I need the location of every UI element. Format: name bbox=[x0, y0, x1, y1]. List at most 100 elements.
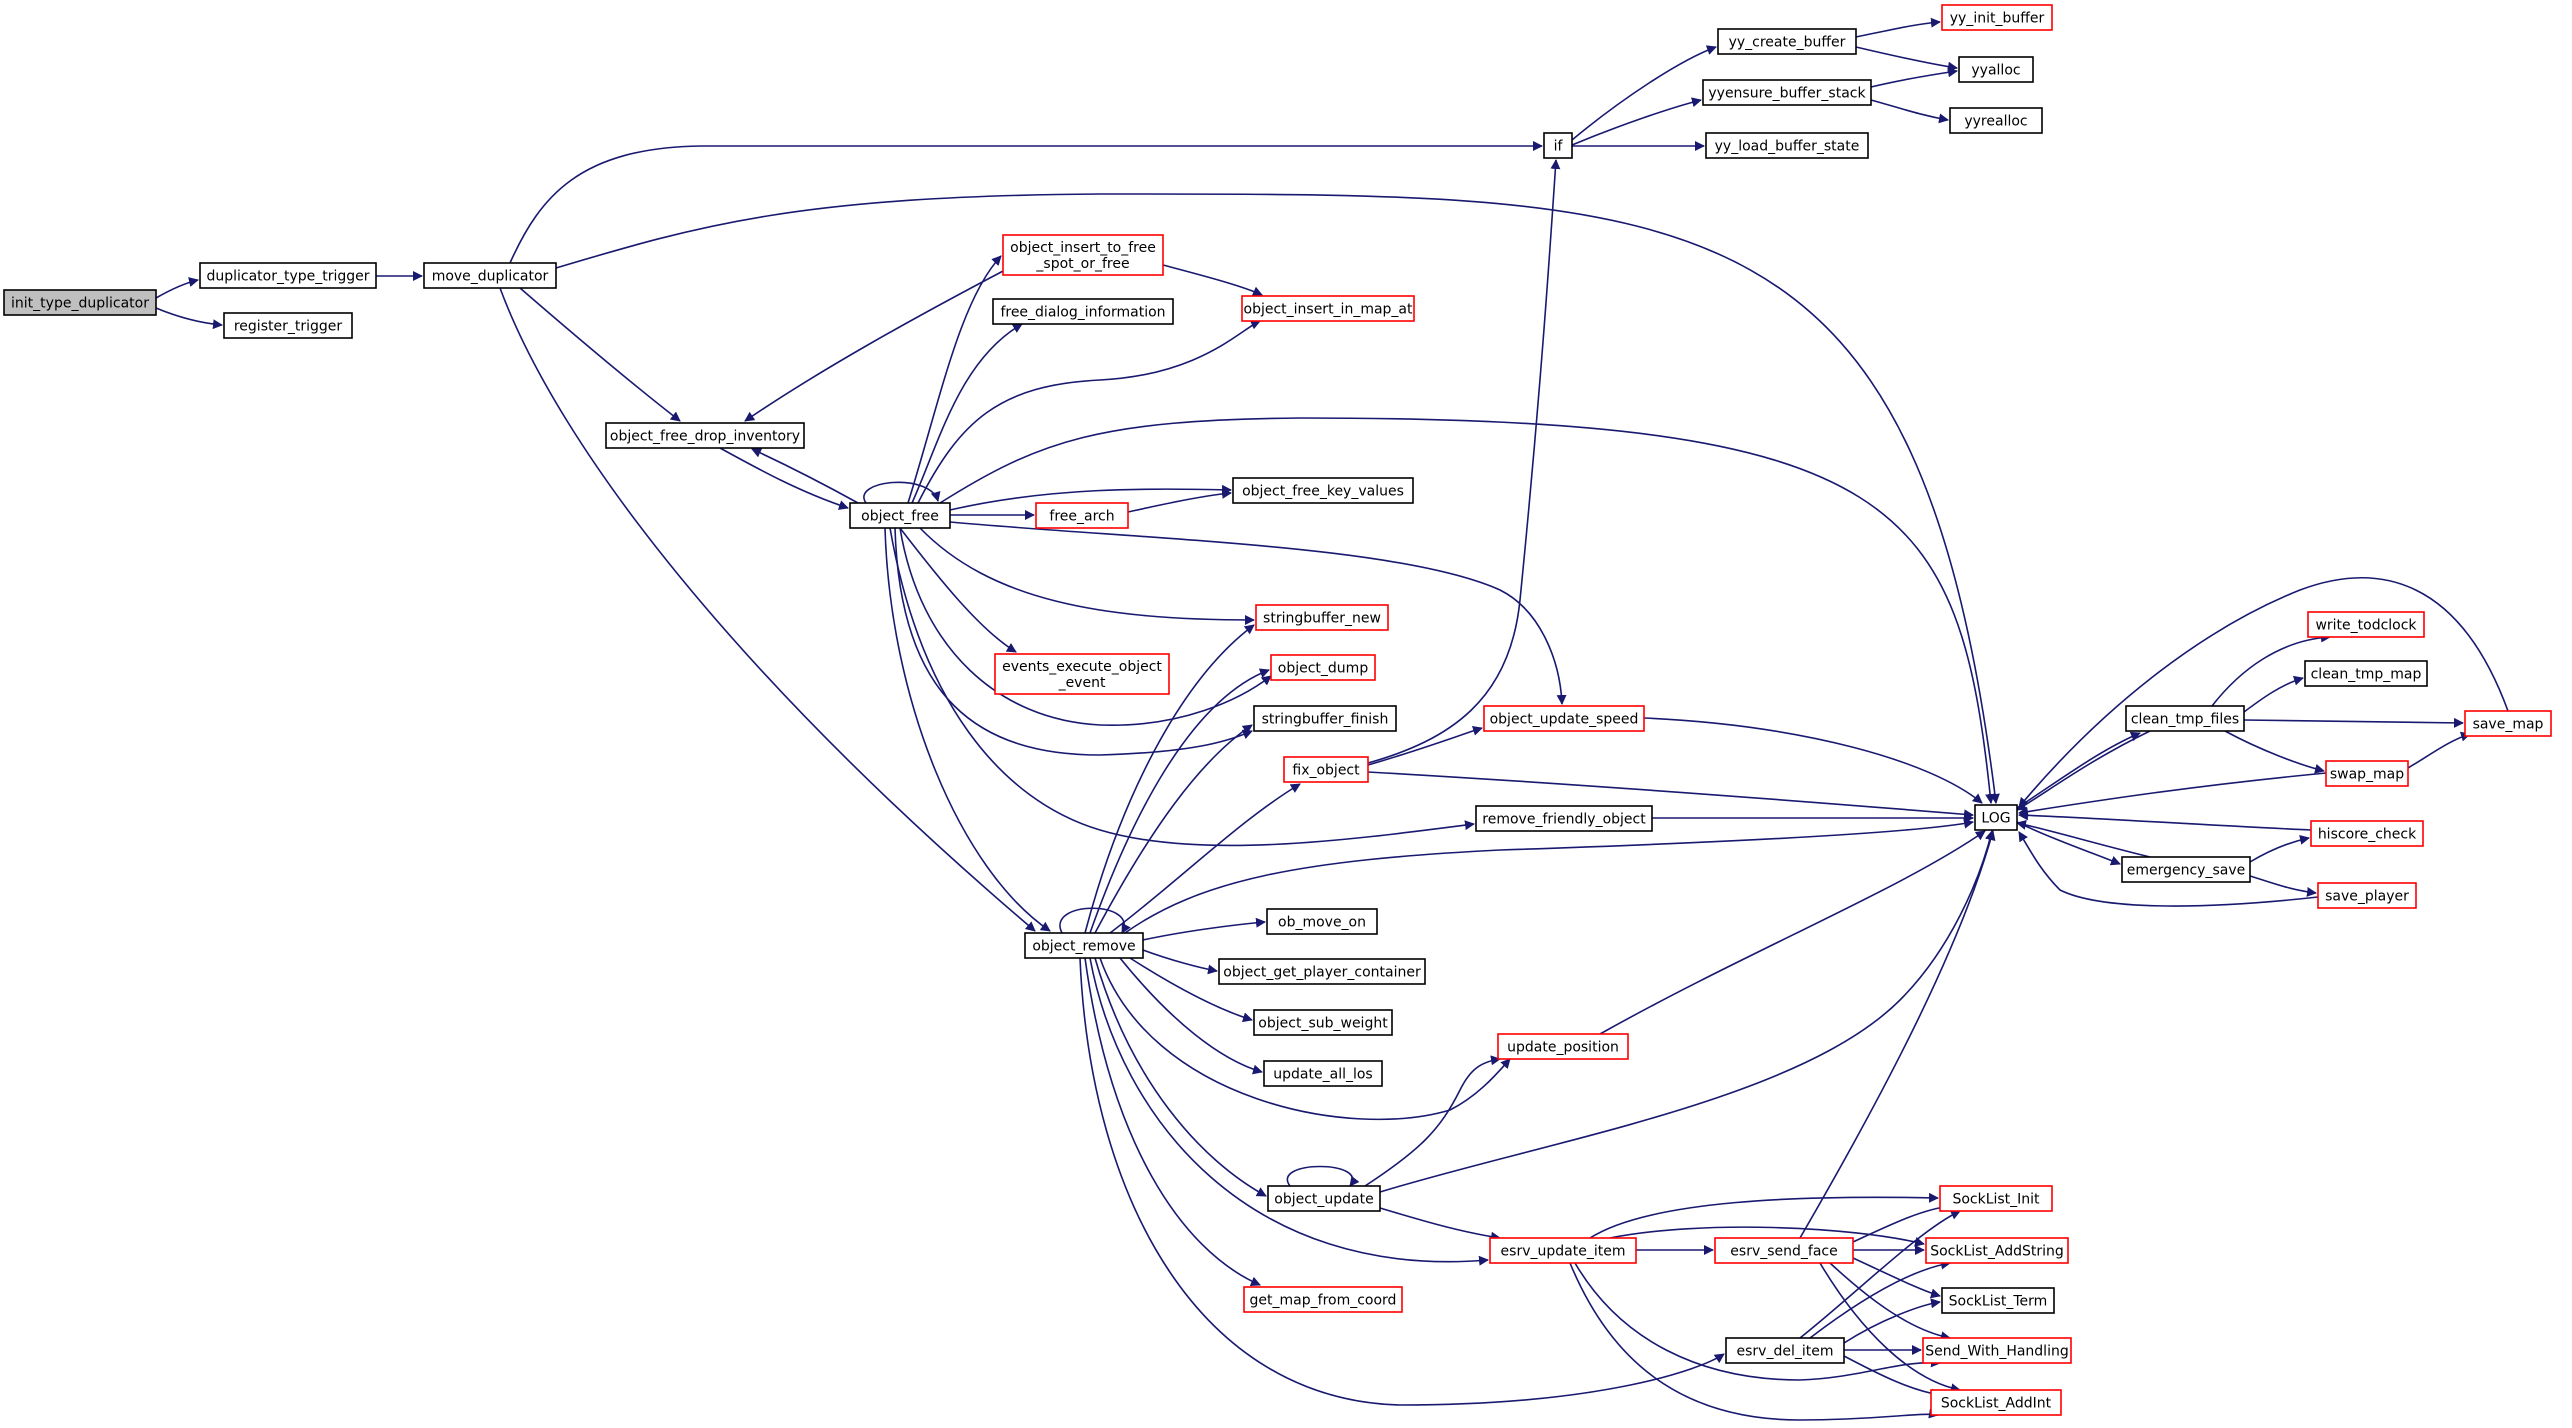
node-box[interactable] bbox=[1283, 756, 1369, 783]
node-box[interactable] bbox=[1705, 132, 1869, 159]
node-box[interactable] bbox=[1035, 502, 1129, 529]
node-object-insert-in-map-at[interactable]: object_insert_in_map_at bbox=[1241, 295, 1415, 322]
node-box[interactable] bbox=[1941, 4, 2053, 31]
node-SockList-Term[interactable]: SockList_Term bbox=[1941, 1287, 2055, 1314]
node-esrv-update-item[interactable]: esrv_update_item bbox=[1489, 1237, 1637, 1264]
node-box[interactable] bbox=[1475, 805, 1653, 832]
node-free-arch[interactable]: free_arch bbox=[1035, 502, 1129, 529]
node-box[interactable] bbox=[1483, 705, 1645, 732]
node-box[interactable] bbox=[1218, 958, 1426, 985]
node-object-free-key-values[interactable]: object_free_key_values bbox=[1232, 477, 1414, 504]
node-box[interactable] bbox=[1497, 1033, 1629, 1060]
node-box[interactable] bbox=[1270, 654, 1376, 681]
node-box[interactable] bbox=[1243, 1286, 1403, 1313]
node-box[interactable] bbox=[1489, 1237, 1637, 1264]
node-register-trigger[interactable]: register_trigger bbox=[223, 312, 353, 339]
node-init-type-duplicator[interactable]: init_type_duplicator bbox=[3, 289, 157, 316]
node-box[interactable] bbox=[994, 653, 1170, 695]
node-box[interactable] bbox=[2121, 856, 2251, 883]
node-save-map[interactable]: save_map bbox=[2464, 710, 2552, 737]
node-box[interactable] bbox=[1253, 705, 1397, 732]
node-yyensure-buffer-stack[interactable]: yyensure_buffer_stack bbox=[1702, 79, 1872, 106]
node-box[interactable] bbox=[2125, 705, 2245, 732]
node-update-all-los[interactable]: update_all_los bbox=[1263, 1060, 1383, 1087]
node-box[interactable] bbox=[1925, 1237, 2069, 1264]
node-box[interactable] bbox=[1267, 1185, 1381, 1212]
node-box[interactable] bbox=[849, 502, 951, 529]
node-esrv-del-item[interactable]: esrv_del_item bbox=[1725, 1337, 1845, 1364]
node-box[interactable] bbox=[1255, 604, 1389, 631]
node-box[interactable] bbox=[1024, 932, 1144, 959]
node-box[interactable] bbox=[1263, 1060, 1383, 1087]
node-get-map-from-coord[interactable]: get_map_from_coord bbox=[1243, 1286, 1403, 1313]
node-object-update-speed[interactable]: object_update_speed bbox=[1483, 705, 1645, 732]
node-object-free[interactable]: object_free bbox=[849, 502, 951, 529]
node-box[interactable] bbox=[1714, 1237, 1854, 1264]
node-move-duplicator[interactable]: move_duplicator bbox=[423, 262, 557, 289]
node-box[interactable] bbox=[2317, 882, 2417, 909]
node-clean-tmp-files[interactable]: clean_tmp_files bbox=[2125, 705, 2245, 732]
node-box[interactable] bbox=[199, 262, 377, 289]
node-stringbuffer-finish[interactable]: stringbuffer_finish bbox=[1253, 705, 1397, 732]
node-box[interactable] bbox=[2310, 820, 2424, 847]
node-object-get-player-container[interactable]: object_get_player_container bbox=[1218, 958, 1426, 985]
node-Send-With-Handling[interactable]: Send_With_Handling bbox=[1922, 1337, 2072, 1364]
node-box[interactable] bbox=[1949, 107, 2043, 134]
node-SockList-AddString[interactable]: SockList_AddString bbox=[1925, 1237, 2069, 1264]
node-box[interactable] bbox=[1232, 477, 1414, 504]
node-duplicator-type-trigger[interactable]: duplicator_type_trigger bbox=[199, 262, 377, 289]
node-SockList-AddInt[interactable]: SockList_AddInt bbox=[1930, 1389, 2062, 1416]
node-save-player[interactable]: save_player bbox=[2317, 882, 2417, 909]
node-stringbuffer-new[interactable]: stringbuffer_new bbox=[1255, 604, 1389, 631]
node-box[interactable] bbox=[1930, 1389, 2062, 1416]
node-box[interactable] bbox=[1543, 132, 1573, 159]
node-box[interactable] bbox=[1717, 28, 1857, 55]
node-box[interactable] bbox=[1241, 295, 1415, 322]
node-box[interactable] bbox=[1958, 56, 2034, 83]
node-box[interactable] bbox=[423, 262, 557, 289]
node-object-insert-to-free-spot-or-free[interactable]: object_insert_to_free_spot_or_free bbox=[1002, 234, 1164, 276]
node-box[interactable] bbox=[1974, 804, 2018, 831]
node-hiscore-check[interactable]: hiscore_check bbox=[2310, 820, 2424, 847]
node-object-free-drop-inventory[interactable]: object_free_drop_inventory bbox=[605, 422, 805, 449]
node-yy-init-buffer[interactable]: yy_init_buffer bbox=[1941, 4, 2053, 31]
node-box[interactable] bbox=[1266, 908, 1378, 935]
node-box[interactable] bbox=[605, 422, 805, 449]
node-update-position[interactable]: update_position bbox=[1497, 1033, 1629, 1060]
node-swap-map[interactable]: swap_map bbox=[2325, 760, 2409, 787]
node-write-todclock[interactable]: write_todclock bbox=[2307, 611, 2425, 638]
node-object-update[interactable]: object_update bbox=[1267, 1185, 1381, 1212]
node-box[interactable] bbox=[223, 312, 353, 339]
node-box[interactable] bbox=[2304, 660, 2428, 687]
node-emergency-save[interactable]: emergency_save bbox=[2121, 856, 2251, 883]
node-box[interactable] bbox=[992, 298, 1174, 325]
node-box[interactable] bbox=[1253, 1009, 1393, 1036]
node-if[interactable]: if bbox=[1543, 132, 1573, 159]
node-box[interactable] bbox=[1725, 1337, 1845, 1364]
node-esrv-send-face[interactable]: esrv_send_face bbox=[1714, 1237, 1854, 1264]
node-events-execute-object-event[interactable]: events_execute_object_event bbox=[994, 653, 1170, 695]
node-box[interactable] bbox=[2325, 760, 2409, 787]
node-yy-create-buffer[interactable]: yy_create_buffer bbox=[1717, 28, 1857, 55]
node-box[interactable] bbox=[2307, 611, 2425, 638]
node-box[interactable] bbox=[3, 289, 157, 316]
node-yyalloc[interactable]: yyalloc bbox=[1958, 56, 2034, 83]
node-box[interactable] bbox=[1939, 1185, 2053, 1212]
node-fix-object[interactable]: fix_object bbox=[1283, 756, 1369, 783]
node-box[interactable] bbox=[1922, 1337, 2072, 1364]
node-yy-load-buffer-state[interactable]: yy_load_buffer_state bbox=[1705, 132, 1869, 159]
node-clean-tmp-map[interactable]: clean_tmp_map bbox=[2304, 660, 2428, 687]
node-LOG[interactable]: LOG bbox=[1974, 804, 2018, 831]
node-box[interactable] bbox=[1002, 234, 1164, 276]
node-box[interactable] bbox=[1941, 1287, 2055, 1314]
node-object-remove[interactable]: object_remove bbox=[1024, 932, 1144, 959]
node-yyrealloc[interactable]: yyrealloc bbox=[1949, 107, 2043, 134]
node-free-dialog-information[interactable]: free_dialog_information bbox=[992, 298, 1174, 325]
node-ob-move-on[interactable]: ob_move_on bbox=[1266, 908, 1378, 935]
node-object-sub-weight[interactable]: object_sub_weight bbox=[1253, 1009, 1393, 1036]
node-object-dump[interactable]: object_dump bbox=[1270, 654, 1376, 681]
node-box[interactable] bbox=[1702, 79, 1872, 106]
node-SockList-Init[interactable]: SockList_Init bbox=[1939, 1185, 2053, 1212]
node-remove-friendly-object[interactable]: remove_friendly_object bbox=[1475, 805, 1653, 832]
node-box[interactable] bbox=[2464, 710, 2552, 737]
